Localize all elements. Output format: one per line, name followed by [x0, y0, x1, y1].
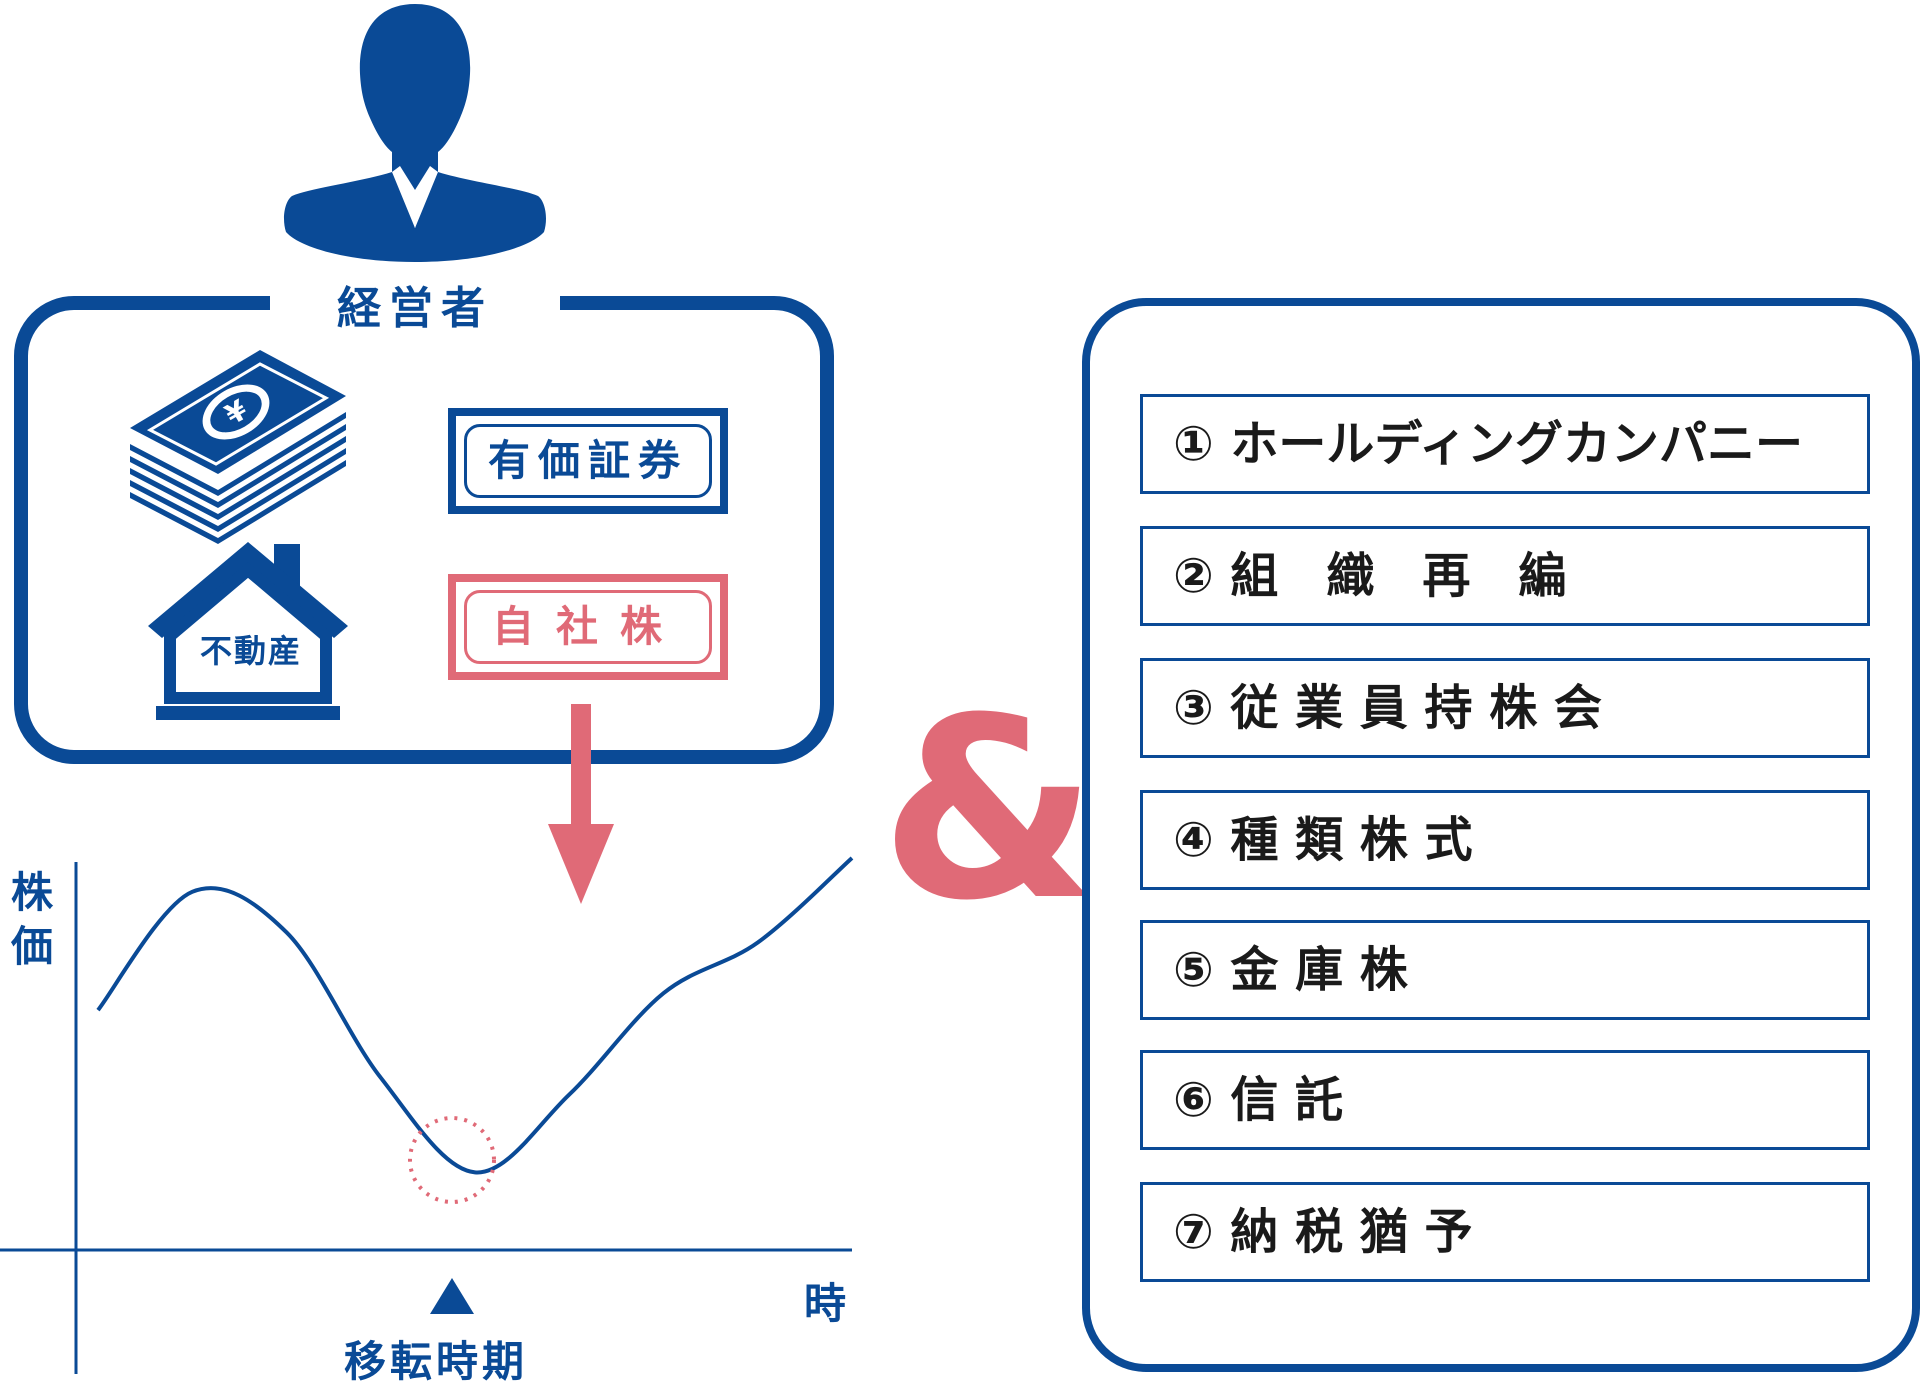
y-axis-label: 株価	[10, 868, 53, 971]
method-label: ② 組 織 再 編	[1173, 548, 1567, 604]
method-class-shares: ④ 種 類 株 式	[1140, 790, 1870, 890]
method-label: ① ホールディングカンパニー	[1173, 416, 1803, 472]
securities-certificate: 有価証券	[448, 408, 728, 514]
method-holding-company: ① ホールディングカンパニー	[1140, 394, 1870, 494]
owner-assets-box	[14, 296, 834, 764]
house-icon	[148, 542, 348, 720]
owner-label: 経営者	[270, 278, 560, 340]
x-axis-label: 時	[804, 1279, 847, 1328]
method-employee-stock-ownership: ③ 従 業 員 持 株 会	[1140, 658, 1870, 758]
transfer-point-highlight	[408, 1116, 496, 1204]
method-label: ④ 種 類 株 式	[1173, 812, 1473, 868]
transfer-timing-label: 移転時期	[344, 1337, 529, 1386]
succession-methods-box	[1082, 298, 1920, 1372]
method-label: ⑦ 納 税 猶 予	[1173, 1204, 1473, 1260]
method-label: ③ 従 業 員 持 株 会	[1173, 680, 1602, 736]
cash-stack-icon: ¥	[130, 350, 346, 544]
method-trust: ⑥ 信 託	[1140, 1050, 1870, 1150]
transfer-marker-icon	[430, 1278, 474, 1314]
own-shares-certificate: 自社株	[448, 574, 728, 680]
down-arrow-icon	[548, 704, 614, 904]
method-label: ⑥ 信 託	[1173, 1072, 1344, 1128]
person-icon	[284, 4, 546, 262]
stock-price-line	[96, 856, 854, 1175]
method-treasury-stock: ⑤ 金 庫 株	[1140, 920, 1870, 1020]
method-reorganization: ② 組 織 再 編	[1140, 526, 1870, 626]
ampersand-symbol: &	[880, 664, 1099, 955]
method-tax-deferral: ⑦ 納 税 猶 予	[1140, 1182, 1870, 1282]
real-estate-label: 不動産	[199, 632, 302, 670]
method-label: ⑤ 金 庫 株	[1173, 942, 1408, 998]
